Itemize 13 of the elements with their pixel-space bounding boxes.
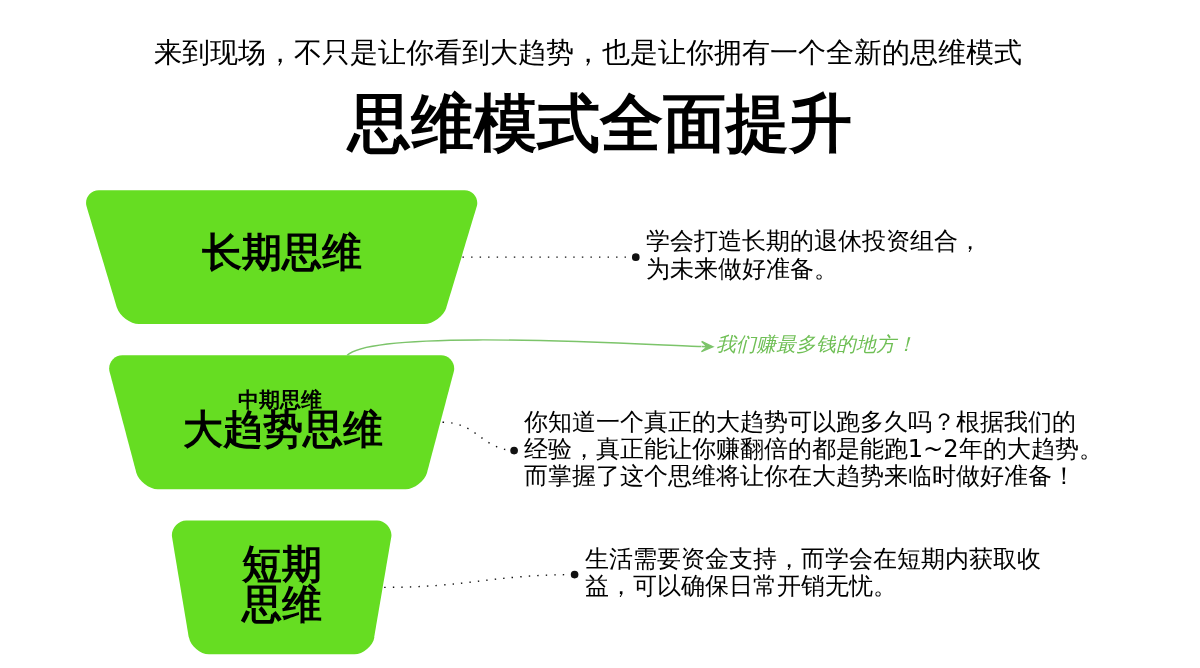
arrow	[345, 339, 714, 357]
node-text: 你知道一个真正的大趋势可以跑多久吗？根据我们的经验，真正能让你赚翻倍的都是能跑1~2年的大趋势。而掌握了这个思维将让你在大趋势来临时做好准备！	[523, 408, 1103, 491]
connector	[382, 570, 578, 589]
node-box: 短期思维	[171, 520, 391, 655]
node-box: 中期思维 大趋势思维	[108, 355, 454, 490]
node-text: 学会打造长期的退休投资组合，为未来做好准备。	[645, 227, 982, 283]
caption: 来到现场，不只是让你看到大趋势，也是让你拥有一个全新的思维模式	[153, 36, 1022, 70]
node-box: 长期思维	[85, 190, 477, 325]
connector	[461, 253, 640, 261]
connector	[441, 421, 518, 455]
diagram-title: 思维模式全面提升	[347, 86, 852, 160]
node-text: 生活需要资金支持，而学会在短期内获取收益，可以确保日常开销无忧。	[584, 544, 1041, 600]
node-text: 我们赚最多钱的地方！	[716, 332, 916, 356]
